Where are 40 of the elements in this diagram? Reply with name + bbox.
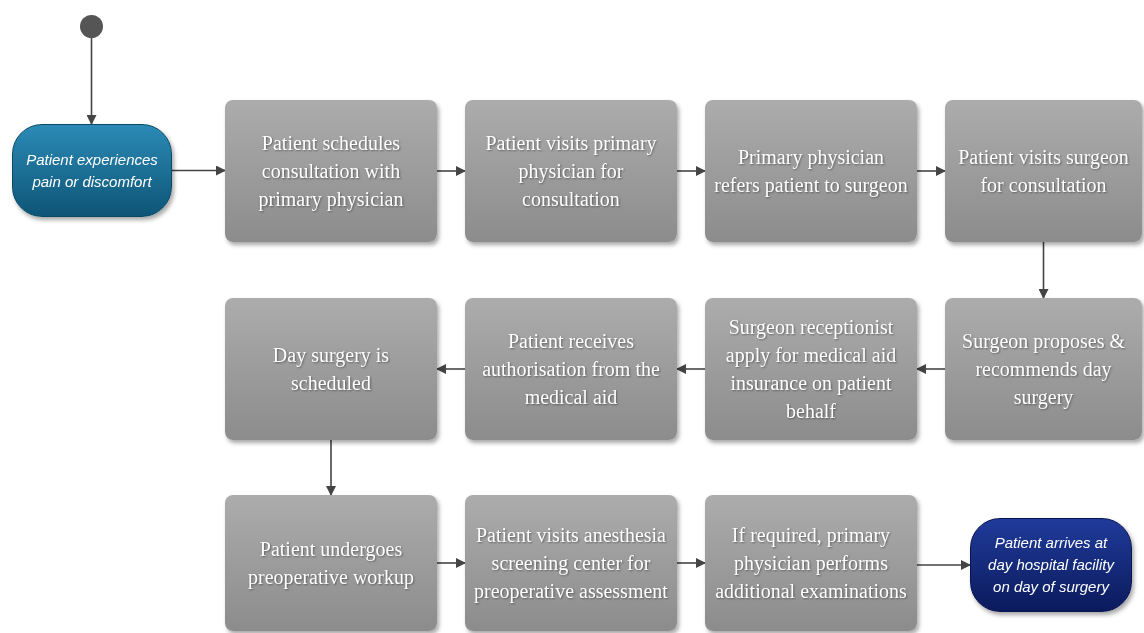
step-text: Patient visits anesthesia screening center for preoperative assessment	[473, 523, 669, 605]
step-text: Patient schedules consultation with primary physician	[257, 131, 405, 213]
arrow	[436, 364, 466, 374]
step-text: If required, primary physician performs additional examinations	[714, 523, 908, 604]
arrow	[1038, 241, 1049, 299]
process-box	[465, 298, 677, 440]
step-text: Patient receives authorisation from the medical aid	[481, 329, 661, 410]
start-circle	[80, 15, 103, 38]
step-text: Patient visits primary physician for consultation	[484, 131, 658, 212]
arrow	[86, 37, 97, 125]
process-box	[705, 100, 917, 242]
step-text: Primary physician refers patient to surgeon	[713, 145, 909, 199]
process-box	[945, 100, 1142, 242]
terminal-pill	[12, 124, 172, 217]
arrow	[326, 439, 336, 496]
process-box	[465, 100, 677, 242]
process-box	[705, 495, 917, 631]
step-text: Patient arrives at day hospital facility on day of surgery	[987, 533, 1116, 597]
arrow	[916, 364, 946, 374]
arrow	[916, 166, 946, 176]
process-box	[465, 495, 677, 631]
arrow	[676, 364, 706, 374]
arrow	[916, 560, 971, 570]
arrow	[676, 558, 706, 568]
step-text: Patient undergoes preoperative workup	[246, 537, 415, 591]
step-text: Patient experiences pain or discomfort	[25, 149, 159, 192]
step-text: Day surgery is scheduled	[271, 343, 391, 396]
terminal-pill	[970, 518, 1132, 612]
arrow	[171, 165, 226, 176]
step-text: Patient visits surgeon for consultation	[957, 145, 1130, 198]
arrow	[436, 558, 466, 568]
arrow	[436, 166, 466, 176]
process-box	[945, 298, 1142, 440]
process-box	[225, 298, 437, 440]
process-box	[225, 100, 437, 242]
step-text: Surgeon receptionist apply for medical aid insurance on patient behalf	[724, 315, 898, 424]
process-box	[225, 495, 437, 631]
step-text: Surgeon proposes & recommends day surgery	[961, 329, 1126, 411]
arrow	[676, 166, 706, 176]
process-box	[705, 298, 917, 440]
